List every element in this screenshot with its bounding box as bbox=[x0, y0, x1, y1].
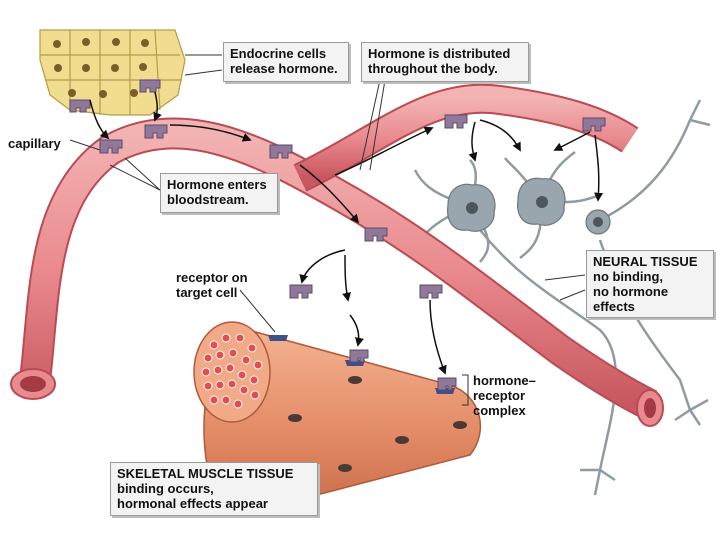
label-muscle: SKELETAL MUSCLE TISSUE binding occurs, h… bbox=[110, 462, 318, 516]
label-complex: hormone– receptor complex bbox=[473, 373, 536, 418]
label-neural: NEURAL TISSUE no binding, no hormone eff… bbox=[586, 250, 714, 318]
arrows bbox=[89, 91, 604, 375]
label-distributed: Hormone is distributed throughout the bo… bbox=[361, 42, 529, 82]
capillary-vessel bbox=[10, 83, 664, 427]
neural-tissue bbox=[413, 99, 711, 496]
label-endocrine: Endocrine cells release hormone. bbox=[223, 42, 349, 82]
leader-lines bbox=[69, 54, 586, 471]
label-capillary: capillary bbox=[8, 136, 61, 151]
label-receptor: receptor on target cell bbox=[176, 270, 248, 300]
hormone-molecules bbox=[69, 79, 606, 299]
endocrine-cells bbox=[39, 29, 186, 116]
label-enters: Hormone enters bloodstream. bbox=[160, 173, 278, 213]
